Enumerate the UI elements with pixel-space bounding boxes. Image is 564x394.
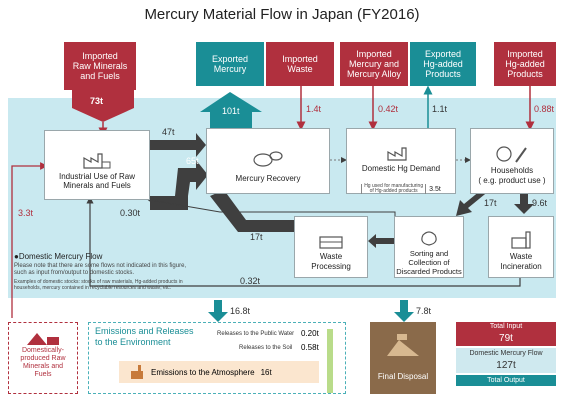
exported-mercury-box: Exported Mercury (196, 42, 264, 86)
node-sorting: Sorting and Collection of Discarded Prod… (394, 216, 464, 278)
value-1-1t: 1.1t (432, 104, 448, 114)
node-households: Households ( e.g. product use ) (470, 128, 554, 194)
household-products-icon (496, 146, 527, 163)
domestic-raw-box: Domestically- produced Raw Minerals and … (8, 322, 78, 394)
final-disposal-label: Final Disposal (377, 372, 429, 381)
arrow-9-6t (514, 194, 534, 214)
value-16-8t: 16.8t (230, 306, 251, 316)
waste-incineration-label: Waste Incineration (500, 252, 542, 271)
atmosphere-label: Emissions to the Atmosphere (151, 367, 255, 377)
domestic-flow-label: Domestic Mercury Flow (456, 348, 556, 359)
arrow-17t-processing (210, 190, 294, 232)
atmosphere-row: Emissions to the Atmosphere 16t (119, 361, 319, 383)
value-65t: 65t (186, 156, 199, 166)
value-7-8t: 7.8t (416, 306, 432, 316)
totals-panel: Total Input 79t Domestic Mercury Flow 12… (456, 322, 556, 394)
node-waste-processing: Waste Processing (294, 216, 368, 278)
value-0-42t: 0.42t (378, 104, 399, 114)
node-industrial-use: Industrial Use of Raw Minerals and Fuels (44, 130, 150, 200)
imported-hg-products-box: Imported Hg-added Products (494, 42, 556, 86)
final-disposal-box: Final Disposal (370, 322, 436, 394)
soil-value: 0.58t (301, 343, 319, 352)
mining-icon (27, 333, 59, 345)
total-input-value: 79t (456, 332, 556, 346)
value-9-6t: 9.6t (532, 198, 548, 208)
total-output-label: Total Output (456, 375, 556, 386)
arrow-65t (150, 160, 208, 210)
processing-plant-icon (319, 236, 343, 249)
domestic-demand-label: Domestic Hg Demand (361, 164, 441, 173)
legend-title: ●Domestic Mercury Flow (14, 252, 103, 261)
public-water-value: 0.20t (301, 329, 319, 338)
mercury-drops-icon (253, 151, 283, 167)
arrow-16-8t (208, 300, 228, 322)
value-101t: 101t (222, 106, 240, 116)
value-47t: 47t (162, 127, 175, 137)
legend-examples: Examples of domestic stocks: stocks of r… (14, 279, 183, 291)
value-3-3t: 3.3t (18, 208, 34, 218)
release-bar (327, 329, 333, 393)
atmosphere-value: 16t (260, 367, 272, 377)
domestic-demand-value: 3.5t (429, 185, 441, 193)
industrial-use-label: Industrial Use of Raw Minerals and Fuels (58, 172, 136, 190)
sorting-label: Sorting and Collection of Discarded Prod… (396, 249, 462, 276)
mercury-recovery-label: Mercury Recovery (235, 174, 301, 183)
arrow-47t (150, 133, 206, 157)
factory-icon (83, 153, 111, 169)
page-title: Mercury Material Flow in Japan (FY2016) (144, 6, 420, 23)
imported-waste-box: Imported Waste (266, 42, 334, 86)
arrow-101t (200, 92, 262, 128)
landfill-icon (387, 334, 419, 356)
domestic-flow-value: 127t (456, 359, 556, 373)
emissions-box: Emissions and Releases to the Environmen… (88, 322, 346, 394)
value-73t: 73t (90, 96, 104, 106)
imported-raw-minerals-box: Imported Raw Minerals and Fuels (64, 42, 136, 90)
emissions-title: Emissions and Releases to the Environmen… (95, 326, 194, 347)
arrow-7-8t (394, 300, 414, 322)
garbage-bag-icon (421, 231, 437, 246)
public-water-label: Releases to the Public Water (217, 331, 295, 337)
exported-hg-products-box: Exported Hg-added Products (410, 42, 476, 86)
waste-processing-label: Waste Processing (311, 252, 351, 271)
value-17t-processing: 17t (250, 232, 263, 242)
legend: ●Domestic Mercury Flow Please note that … (14, 252, 194, 291)
legend-note: Please note that there are some flows no… (14, 263, 187, 276)
value-0-88t: 0.88t (534, 104, 555, 114)
value-17t-households: 17t (484, 198, 497, 208)
node-waste-incineration: Waste Incineration (488, 216, 554, 278)
households-label: Households ( e.g. product use ) (478, 166, 546, 185)
arrow-73t (72, 90, 134, 122)
value-0-32t: 0.32t (240, 276, 261, 286)
imported-mercury-alloy-box: Imported Mercury and Mercury Alloy (340, 42, 408, 86)
node-mercury-recovery: Mercury Recovery (206, 128, 330, 194)
smokestack-icon (131, 365, 143, 379)
factory-icon (387, 147, 407, 161)
value-1-4t: 1.4t (306, 104, 322, 114)
domestic-demand-note: Hg used for manufacturing of Hg-added pr… (361, 184, 427, 194)
soil-label: Releases to the Soil (239, 345, 293, 351)
total-input-label: Total Input (456, 322, 556, 332)
value-0-30t: 0.30t (120, 208, 141, 218)
domestic-raw-label: Domestically- produced Raw Minerals and … (20, 347, 66, 378)
node-domestic-demand: Domestic Hg Demand Hg used for manufactu… (346, 128, 456, 194)
incinerator-icon (511, 231, 531, 249)
